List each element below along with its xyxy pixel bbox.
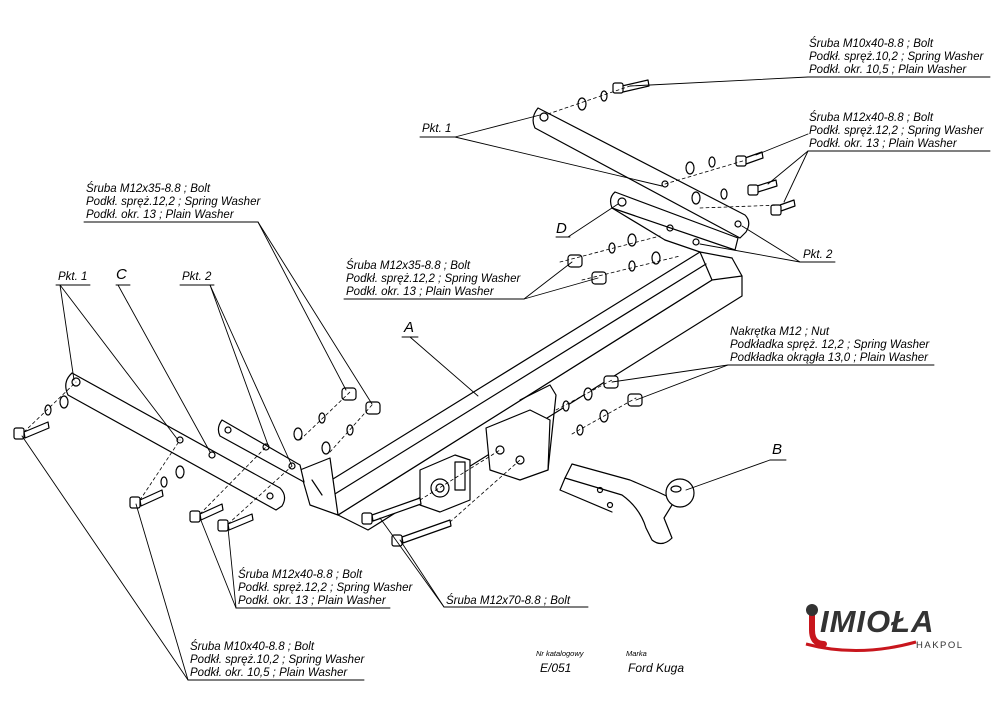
right-bracket-upper [532,107,750,239]
label-part-b: B [772,441,783,458]
label-part-a: A [404,319,415,336]
label-line: Podkł. spręż.12,2 ; Spring Washer [86,196,261,208]
label-line: Podkł. okr. 13 ; Plain Washer [809,138,957,150]
label-line: Podkł. spręż.12,2 ; Spring Washer [238,582,413,594]
catalog-number-label: Nr katalogowy [536,649,584,658]
label-nut-m12: Nakrętka M12 ; Nut Podkładka spręż. 12,2… [730,326,929,365]
label-bolt-m12x35-left: Śruba M12x35-8.8 ; Bolt Podkł. spręż.12,… [86,183,260,222]
label-bolt-m12x40-top: Śruba M12x40-8.8 ; Bolt Podkł. spręż.12,… [809,112,983,151]
label-bolt-m10-bottom: Śruba M10x40-8.8 ; Bolt Podkł. spręż.10,… [190,641,364,680]
label-line: Podkł. okr. 13 ; Plain Washer [346,286,494,298]
assembly-axes [23,85,781,525]
label-line: Podkł. okr. 10,5 ; Plain Washer [809,64,967,76]
label-line: Śruba M12x40-8.8 ; Bolt [809,112,934,124]
label-line: Podkł. okr. 13 ; Plain Washer [86,209,234,221]
label-line: Nakrętka M12 ; Nut [730,326,830,338]
label-line: Śruba M12x70-8.8 ; Bolt [446,595,571,607]
label-bolt-m12x70: Śruba M12x70-8.8 ; Bolt [446,595,570,608]
catalog-number-value: E/051 [540,661,572,675]
leader-lines [21,76,991,681]
label-line: Podkł. spręż.10,2 ; Spring Washer [809,51,984,63]
bolts [13,79,796,547]
label-line: Śruba M12x40-8.8 ; Bolt [238,569,363,581]
right-bracket-lower [609,191,739,251]
label-line: Śruba M10x40-8.8 ; Bolt [809,38,934,50]
label-line: Podkł. spręż.12,2 ; Spring Washer [809,125,984,137]
logo-swoosh [805,640,917,653]
brand-value: Ford Kuga [628,661,685,675]
logo-subtitle: HAKPOL [916,640,964,651]
label-bolt-m12x35-mid: Śruba M12x35-8.8 ; Bolt Podkł. spręż.12,… [346,260,520,299]
label-bolt-m10-top: Śruba M10x40-8.8 ; Bolt Podkł. spręż.10,… [809,38,983,77]
tow-ball-part-b [559,463,695,545]
label-line: Podkł. okr. 10,5 ; Plain Washer [190,667,348,679]
label-part-c: C [116,266,127,283]
left-bracket-short [217,419,305,483]
label-pkt2-left: Pkt. 2 [182,271,212,283]
label-part-d: D [556,220,567,237]
label-line: Podkładka okrągła 13,0 ; Plain Washer [730,352,928,364]
label-pkt1-left: Pkt. 1 [58,271,88,283]
washers-and-nuts [44,90,728,488]
label-line: Podkł. spręż.10,2 ; Spring Washer [190,654,365,666]
label-line: Podkładka spręż. 12,2 ; Spring Washer [730,339,930,351]
left-bracket-part-c [65,372,286,511]
socket-plate [419,384,557,513]
brand-label: Marka [626,649,647,658]
label-pkt1-top: Pkt. 1 [422,123,452,135]
label-line: Podkł. spręż.12,2 ; Spring Washer [346,273,521,285]
imiola-hakpol-logo: IMIOŁA HAKPOL [798,602,978,662]
label-bolt-m12x40-bottom: Śruba M12x40-8.8 ; Bolt Podkł. spręż.12,… [238,569,412,608]
label-line: Śruba M12x35-8.8 ; Bolt [346,260,471,272]
label-line: Śruba M10x40-8.8 ; Bolt [190,641,315,653]
label-line: Podkł. okr. 13 ; Plain Washer [238,595,386,607]
logo-wordmark: IMIOŁA [820,604,935,639]
label-pkt2-right: Pkt. 2 [803,249,833,261]
label-line: Śruba M12x35-8.8 ; Bolt [86,183,211,195]
tow-hook-logo-icon [806,604,827,647]
